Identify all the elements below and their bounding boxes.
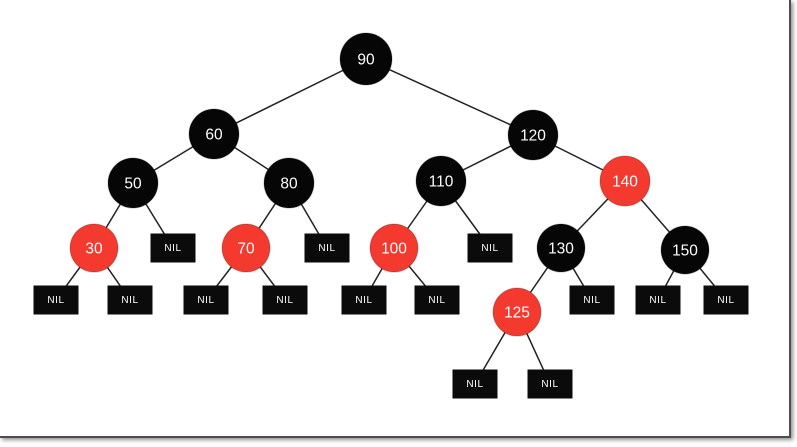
tree-node-70-red: 70 [221, 223, 271, 273]
node-label-NIL: NIL [197, 295, 214, 306]
nil-leaf-box [262, 285, 308, 315]
tree-node-120-black: 120 [507, 109, 559, 161]
node-label-50: 50 [124, 176, 142, 193]
nil-leaf-node: NIL [150, 233, 196, 263]
tree-edge-n90-n120 [365, 58, 534, 136]
nil-leaf-box [527, 369, 573, 399]
nil-leaf-box [150, 233, 196, 263]
node-label-NIL: NIL [355, 295, 372, 306]
nil-leaf-node: NIL [414, 285, 460, 315]
node-label-NIL: NIL [649, 295, 666, 306]
nil-leaf-node: NIL [262, 285, 308, 315]
node-label-NIL: NIL [276, 295, 293, 306]
tree-node-80-black: 80 [263, 157, 315, 209]
nil-leaf-node: NIL [467, 233, 513, 263]
black-node-circle [507, 109, 559, 161]
node-label-NIL: NIL [583, 295, 600, 306]
node-label-70: 70 [237, 241, 255, 258]
nil-leaf-node: NIL [341, 285, 387, 315]
nil-leaf-box [414, 285, 460, 315]
node-label-110: 110 [429, 174, 454, 191]
tree-node-130-black: 130 [536, 223, 586, 273]
black-node-circle [536, 223, 586, 273]
tree-node-60-black: 60 [188, 108, 240, 160]
node-label-NIL: NIL [466, 379, 483, 390]
node-label-120: 120 [520, 128, 546, 145]
nil-leaf-node: NIL [33, 285, 79, 315]
node-label-125: 125 [504, 305, 530, 322]
nil-leaf-node: NIL [635, 285, 681, 315]
nil-leaf-box [107, 285, 153, 315]
tree-node-50-black: 50 [107, 157, 159, 209]
nil-leaf-node: NIL [183, 285, 229, 315]
black-node-circle [339, 32, 393, 86]
red-node-circle [369, 223, 419, 273]
nil-leaf-node: NIL [527, 369, 573, 399]
node-label-NIL: NIL [318, 243, 335, 254]
black-node-circle [415, 155, 467, 207]
node-label-100: 100 [381, 241, 407, 258]
red-node-circle [492, 287, 542, 337]
red-node-circle [599, 155, 651, 207]
tree-node-150-black: 150 [660, 225, 710, 275]
node-label-NIL: NIL [481, 243, 498, 254]
black-node-circle [263, 157, 315, 209]
tree-node-110-black: 110 [415, 155, 467, 207]
tree-node-100-red: 100 [369, 223, 419, 273]
tree-node-30-red: 30 [69, 223, 119, 273]
nil-leaf-node: NIL [569, 285, 615, 315]
node-label-140: 140 [612, 174, 638, 191]
nil-leaf-box [183, 285, 229, 315]
nil-leaf-box [304, 233, 350, 263]
node-label-80: 80 [280, 176, 298, 193]
nil-leaf-box [703, 285, 749, 315]
node-label-150: 150 [672, 243, 698, 260]
nil-leaf-box [341, 285, 387, 315]
nil-leaf-box [467, 233, 513, 263]
tree-node-125-red: 125 [492, 287, 542, 337]
nil-leaf-node: NIL [452, 369, 498, 399]
nil-leaf-box [569, 285, 615, 315]
tree-node-140-red: 140 [599, 155, 651, 207]
nil-leaf-box [635, 285, 681, 315]
nil-leaf-node: NIL [703, 285, 749, 315]
red-node-circle [69, 223, 119, 273]
node-label-90: 90 [357, 52, 375, 69]
node-label-NIL: NIL [121, 295, 138, 306]
black-node-circle [188, 108, 240, 160]
nil-leaf-node: NIL [304, 233, 350, 263]
node-label-30: 30 [85, 241, 103, 258]
tree-node-90-black: 90 [339, 32, 393, 86]
nil-leaf-box [33, 285, 79, 315]
tree-edge-n90-n60 [213, 58, 367, 135]
node-label-NIL: NIL [47, 295, 64, 306]
node-label-NIL: NIL [428, 295, 445, 306]
black-node-circle [660, 225, 710, 275]
node-label-130: 130 [548, 241, 574, 258]
nil-leaf-box [452, 369, 498, 399]
node-label-NIL: NIL [541, 379, 558, 390]
nil-leaf-node: NIL [107, 285, 153, 315]
node-label-NIL: NIL [717, 295, 734, 306]
black-node-circle [107, 157, 159, 209]
red-node-circle [221, 223, 271, 273]
node-label-60: 60 [205, 127, 223, 144]
node-label-NIL: NIL [164, 243, 181, 254]
